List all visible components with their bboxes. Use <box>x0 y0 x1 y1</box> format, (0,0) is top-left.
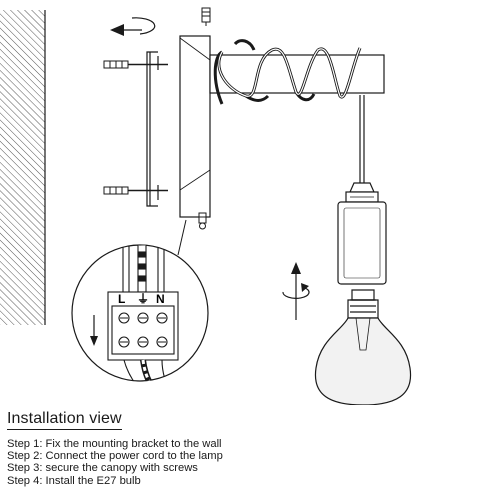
terminal-block-detail: L ⏚ N <box>71 244 209 382</box>
terminal-label-neutral: N <box>156 292 165 306</box>
installation-diagram: L ⏚ N <box>0 7 412 405</box>
step-3: Step 3: secure the canopy with screws <box>7 462 198 475</box>
bulb-rotate-arrow-icon <box>282 262 310 320</box>
installation-caption: Installation view Step 1: Fix the mounti… <box>7 410 497 487</box>
installation-title: Installation view <box>7 410 122 430</box>
screw-top-icon <box>201 7 211 26</box>
lamp-socket <box>337 182 387 285</box>
wall-anchor-top-icon <box>103 60 168 69</box>
wall <box>0 10 46 325</box>
zoom-lines <box>177 219 187 256</box>
step-4: Step 4: Install the E27 bulb <box>7 474 141 487</box>
lamp-arm <box>209 54 385 94</box>
mounting-bracket <box>146 51 159 207</box>
power-cord <box>359 95 365 183</box>
e27-bulb <box>314 289 412 405</box>
screw-bottom-icon <box>198 212 207 230</box>
terminal-label-earth: ⏚ <box>137 292 149 306</box>
rope-coil-inner <box>218 47 361 98</box>
wall-anchor-bottom-icon <box>103 186 168 195</box>
terminal-label-live: L <box>118 292 125 306</box>
step-2: Step 2: Connect the power cord to the la… <box>7 450 223 463</box>
installation-steps: Step 1: Fix the mounting bracket to the … <box>7 438 497 487</box>
canopy-block <box>179 35 211 218</box>
rotate-arrow-icon <box>110 17 156 36</box>
step-1: Step 1: Fix the mounting bracket to the … <box>7 438 222 450</box>
